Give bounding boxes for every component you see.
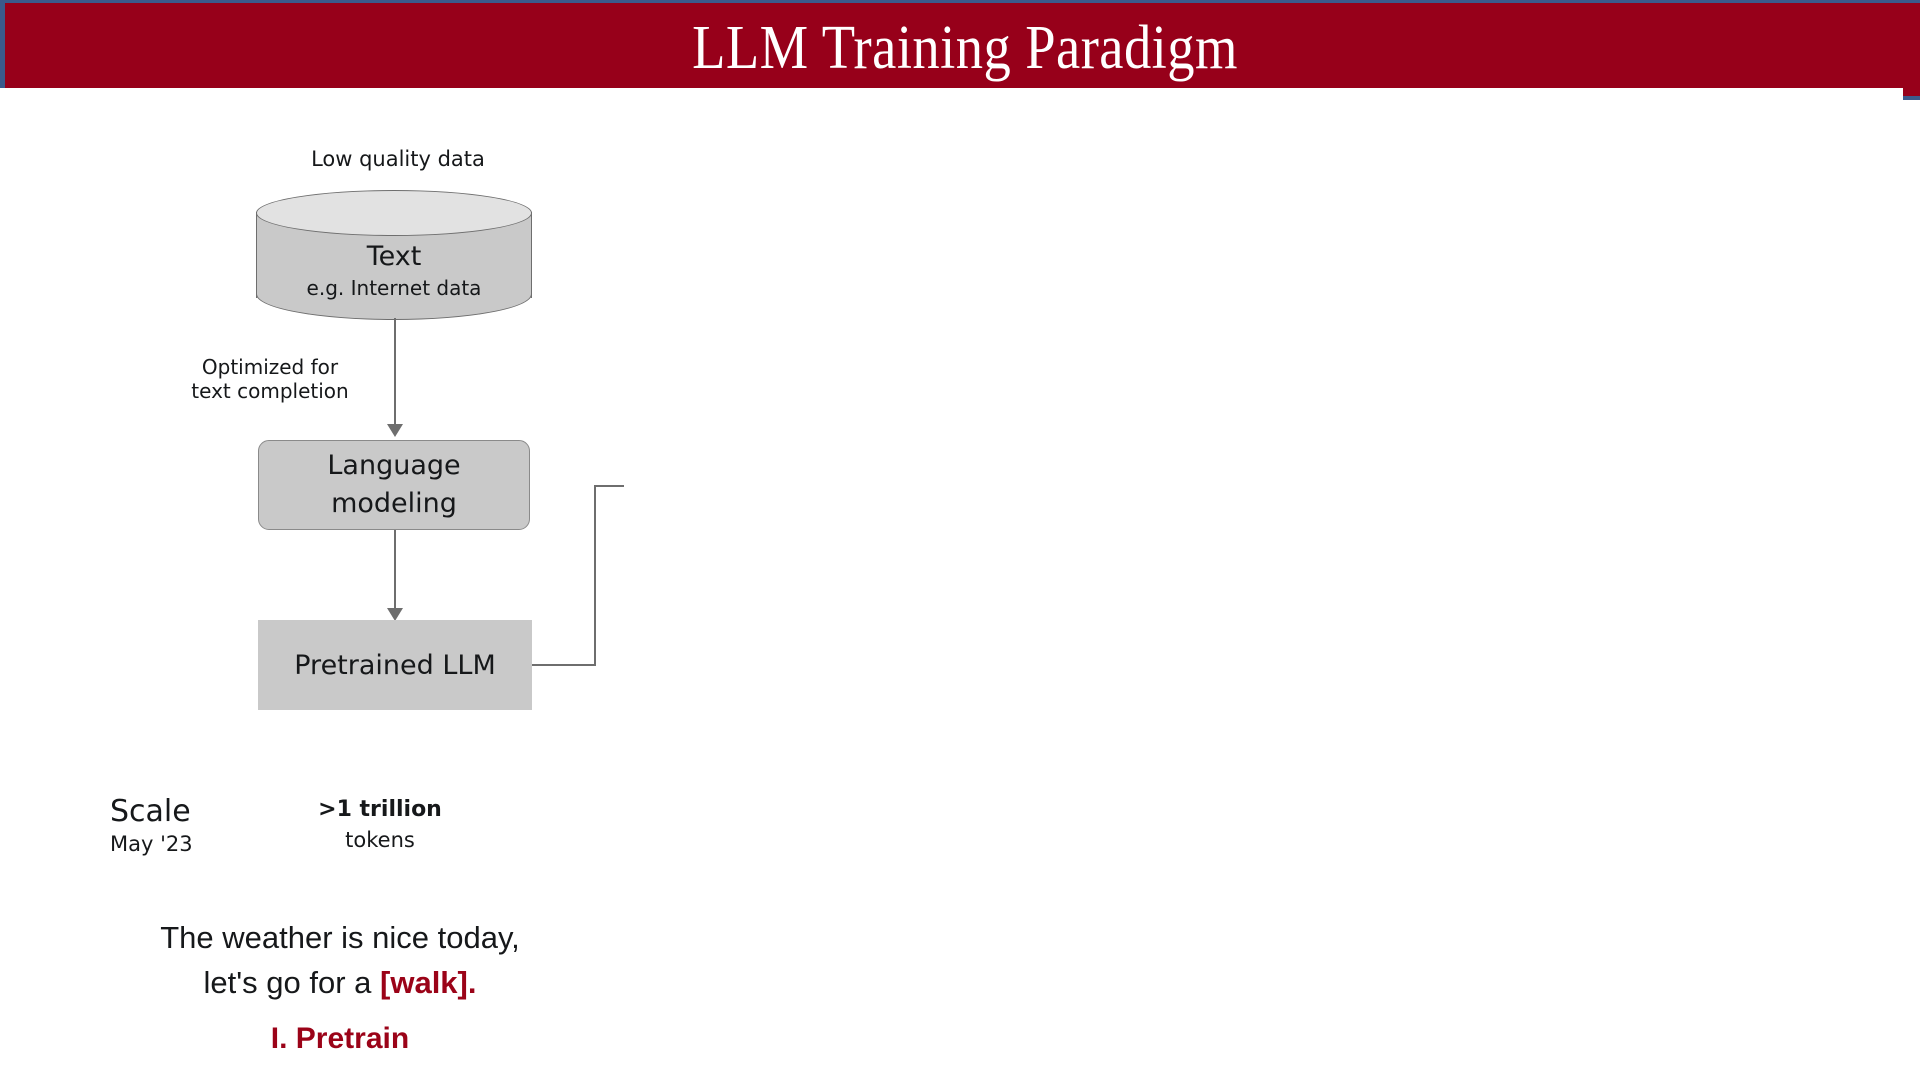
data-quality-caption: Low quality data (311, 147, 485, 171)
arrow-process-to-output-head (387, 608, 403, 621)
scale-date: May '23 (110, 832, 193, 856)
banner-corner-rule (1903, 96, 1920, 100)
cylinder-label-group: Text e.g. Internet data (256, 240, 532, 302)
connector-segment-top (594, 485, 624, 487)
cylinder-top-ellipse (256, 190, 532, 236)
output-box-pretrained-llm: Pretrained LLM (258, 620, 532, 710)
arrow-source-to-process-head (387, 424, 403, 437)
stage-label: I. Pretrain (270, 1022, 410, 1055)
process-box-label: Language modeling (327, 450, 461, 519)
data-source-name: Text (366, 241, 422, 272)
output-box-label: Pretrained LLM (294, 649, 496, 681)
arrow-source-to-process-line (394, 318, 396, 426)
data-source-detail: e.g. Internet data (306, 276, 482, 300)
example-completion-token: [walk]. (380, 965, 477, 1000)
data-source-cylinder: Text e.g. Internet data (256, 190, 532, 320)
banner-corner-tab (1903, 88, 1920, 96)
title-banner: LLM Training Paradigm (0, 0, 1920, 88)
cylinder-bottom (256, 268, 532, 320)
arrow-process-to-output-line (394, 530, 396, 610)
example-line-1: The weather is nice today, (160, 920, 520, 955)
example-line-2-prefix: let's go for a (203, 965, 381, 1000)
process-box-language-modeling: Language modeling (258, 440, 530, 530)
scale-group: Scale May '23 (110, 795, 193, 859)
arrow-objective-label: Optimized for text completion (191, 355, 349, 404)
connector-segment-vertical (594, 485, 596, 666)
example-sentence: The weather is nice today, let's go for … (80, 915, 600, 1005)
connector-segment-bottom (532, 664, 596, 666)
token-count-unit: tokens (345, 828, 415, 852)
scale-heading: Scale (110, 794, 191, 829)
token-count-amount: >1 trillion (318, 797, 442, 822)
token-count-group: >1 trillion tokens (290, 795, 470, 855)
page-title: LLM Training Paradigm (692, 14, 1238, 82)
